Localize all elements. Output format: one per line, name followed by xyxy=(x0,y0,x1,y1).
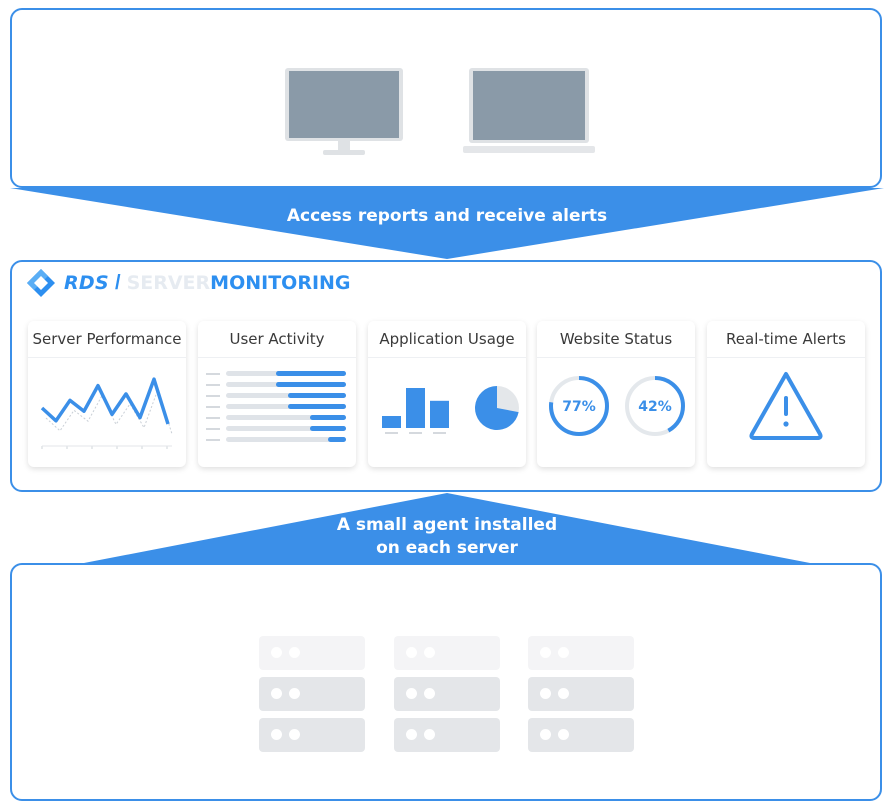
server-unit xyxy=(259,677,365,711)
agent-arrow-label-line1: A small agent installed xyxy=(336,515,558,535)
devices-panel xyxy=(10,8,882,188)
gauge-77-arc xyxy=(549,376,609,436)
server-led-icon xyxy=(406,647,417,658)
server-led-icon xyxy=(558,729,569,740)
server-unit xyxy=(394,636,500,670)
gauge-77-label: 77% xyxy=(562,399,596,415)
app-usage-bar-label xyxy=(409,432,422,434)
server-unit xyxy=(528,636,634,670)
app-usage-bar xyxy=(382,416,401,428)
user-activity-row xyxy=(226,371,346,376)
user-activity-row-label xyxy=(206,395,220,397)
user-activity-fill xyxy=(288,393,346,398)
server-led-icon xyxy=(424,729,435,740)
user-activity-fill xyxy=(310,415,346,420)
server-led-icon xyxy=(271,729,282,740)
card-title: Application Usage xyxy=(368,321,526,358)
app-usage-bar-label xyxy=(385,432,398,434)
logo-server: SERVER xyxy=(126,272,211,294)
server-led-icon xyxy=(406,729,417,740)
website-status-card: Website Status 77% 42% xyxy=(537,321,695,467)
logo-separator: / xyxy=(115,271,121,294)
laptop-icon xyxy=(463,68,595,153)
user-activity-row-label xyxy=(206,373,220,375)
gauge-42-label: 42% xyxy=(638,399,672,415)
user-activity-row-label xyxy=(206,406,220,408)
website-status-gauges: 77% 42% xyxy=(549,376,685,436)
user-activity-row xyxy=(226,415,346,420)
logo-rds: RDS xyxy=(64,272,109,294)
user-activity-fill xyxy=(328,437,346,442)
logo-monitoring: MONITORING xyxy=(210,272,351,294)
user-activity-row xyxy=(226,404,346,409)
user-activity-row-label xyxy=(206,428,220,430)
user-activity-fill xyxy=(276,382,346,387)
perf-series-line xyxy=(40,377,170,425)
performance-line-chart xyxy=(40,377,173,449)
server-led-icon xyxy=(271,688,282,699)
user-activity-bars xyxy=(198,358,356,467)
server-unit xyxy=(528,718,634,752)
server-led-icon xyxy=(271,647,282,658)
server-led-icon xyxy=(558,688,569,699)
rds-logo-icon xyxy=(27,269,55,297)
card-title: Server Performance xyxy=(28,321,186,358)
server-led-icon xyxy=(540,647,551,658)
warning-triangle-icon xyxy=(749,372,823,440)
app-usage-bar xyxy=(430,400,449,428)
card-title: Website Status xyxy=(537,321,695,358)
user-activity-row xyxy=(226,437,346,442)
server-performance-card: Server Performance xyxy=(28,321,186,467)
user-activity-row-label xyxy=(206,417,220,419)
server-led-icon xyxy=(540,729,551,740)
user-activity-row xyxy=(226,382,346,387)
gauge-42-arc xyxy=(625,376,685,436)
server-unit xyxy=(394,677,500,711)
desktop-monitor-icon xyxy=(285,68,403,155)
app-usage-bar xyxy=(406,388,425,428)
user-activity-fill xyxy=(310,426,346,431)
user-activity-row xyxy=(226,426,346,431)
reports-arrow-label: Access reports and receive alerts xyxy=(286,206,608,226)
server-led-icon xyxy=(406,688,417,699)
server-unit xyxy=(259,636,365,670)
server-led-icon xyxy=(424,647,435,658)
user-activity-row xyxy=(226,393,346,398)
card-title: User Activity xyxy=(198,321,356,358)
agent-arrow-label-line2: on each server xyxy=(376,538,518,558)
server-led-icon xyxy=(424,688,435,699)
user-activity-card: User Activity xyxy=(198,321,356,467)
server-led-icon xyxy=(540,688,551,699)
user-activity-row-label xyxy=(206,439,220,441)
user-activity-fill xyxy=(288,404,346,409)
rds-server-monitoring-logo: RDS / SERVER MONITORING xyxy=(26,268,351,298)
server-led-icon xyxy=(289,688,300,699)
reports-arrow xyxy=(10,188,884,259)
server-led-icon xyxy=(289,729,300,740)
app-usage-bar-label xyxy=(433,432,446,434)
realtime-alerts-card: Real-time Alerts xyxy=(707,321,865,467)
server-unit xyxy=(394,718,500,752)
server-led-icon xyxy=(289,647,300,658)
card-title: Real-time Alerts xyxy=(707,321,865,358)
user-activity-fill xyxy=(276,371,346,376)
app-usage-pie-slice xyxy=(475,386,519,430)
application-usage-chart xyxy=(382,386,519,434)
application-usage-card: Application Usage xyxy=(368,321,526,467)
user-activity-row-label xyxy=(206,384,220,386)
agent-arrow xyxy=(84,493,810,563)
server-unit xyxy=(528,677,634,711)
server-led-icon xyxy=(558,647,569,658)
server-unit xyxy=(259,718,365,752)
